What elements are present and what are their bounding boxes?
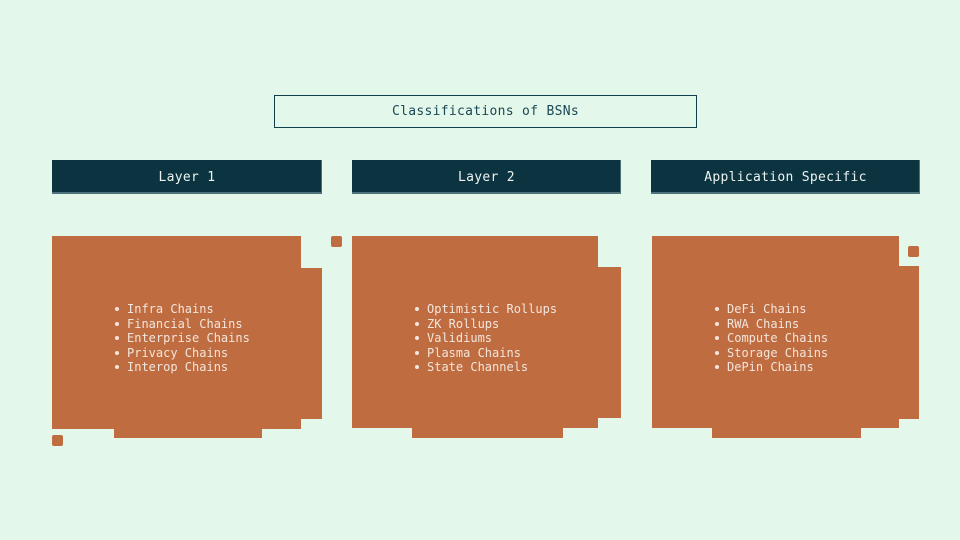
list-item-label: Enterprise Chains	[127, 331, 250, 345]
list-item-label: Financial Chains	[127, 316, 243, 331]
list-item: Plasma Chains	[415, 346, 557, 361]
list-item-label: DePin Chains	[727, 360, 814, 374]
list-item-label: Validiums	[427, 331, 493, 345]
list-item-label: Plasma Chains	[427, 345, 521, 360]
list-item-label: RWA Chains	[727, 316, 800, 331]
decor-square-icon	[52, 435, 63, 446]
column-header-label: Application Specific	[704, 169, 867, 185]
bullet-dot-icon	[115, 365, 119, 370]
list-item: DePin Chains	[715, 360, 828, 375]
bullet-dot-icon	[715, 307, 719, 312]
bullet-dot-icon	[115, 321, 119, 326]
decor-square-icon	[331, 236, 342, 247]
category-panel-layer-1: Infra Chains Financial Chains Enterprise…	[52, 236, 322, 438]
list-item: DeFi Chains	[715, 302, 828, 317]
bullet-dot-icon	[715, 365, 719, 370]
list-item-label: DeFi Chains	[727, 302, 807, 316]
list-item: Optimistic Rollups	[415, 302, 557, 317]
list-item: Compute Chains	[715, 331, 828, 346]
bullet-dot-icon	[715, 321, 719, 326]
list-item: ZK Rollups	[415, 317, 557, 332]
bullet-dot-icon	[115, 350, 119, 355]
list-item: Privacy Chains	[115, 346, 250, 361]
list-item-label: Optimistic Rollups	[427, 302, 558, 316]
bullet-dot-icon	[115, 336, 119, 341]
bullet-dot-icon	[115, 307, 119, 312]
bullet-dot-icon	[415, 365, 419, 370]
list-item-label: Storage Chains	[727, 345, 829, 360]
bullet-dot-icon	[415, 321, 419, 326]
bullet-dot-icon	[715, 336, 719, 341]
bullet-dot-icon	[415, 350, 419, 355]
column-header-layer-1: Layer 1	[52, 160, 322, 194]
list-item-label: ZK Rollups	[427, 316, 500, 331]
list-item-label: Privacy Chains	[127, 345, 229, 360]
list-item: Validiums	[415, 331, 557, 346]
category-panel-application-specific: DeFi Chains RWA Chains Compute Chains St…	[652, 236, 919, 438]
bullet-dot-icon	[415, 307, 419, 312]
bullet-list: Infra Chains Financial Chains Enterprise…	[115, 302, 250, 375]
bullet-list: Optimistic Rollups ZK Rollups Validiums …	[415, 302, 557, 375]
bullet-dot-icon	[715, 350, 719, 355]
list-item-label: Compute Chains	[727, 331, 829, 345]
list-item: Storage Chains	[715, 346, 828, 361]
category-panel-layer-2: Optimistic Rollups ZK Rollups Validiums …	[352, 236, 621, 438]
column-header-label: Layer 1	[158, 169, 216, 185]
list-item-label: State Channels	[427, 360, 529, 374]
bullet-list: DeFi Chains RWA Chains Compute Chains St…	[715, 302, 828, 375]
list-item: Infra Chains	[115, 302, 250, 317]
title-box: Classifications of BSNs	[274, 95, 697, 128]
column-header-layer-2: Layer 2	[352, 160, 621, 194]
column-header-application-specific: Application Specific	[651, 160, 920, 194]
list-item: RWA Chains	[715, 317, 828, 332]
list-item: Interop Chains	[115, 360, 250, 375]
bullet-dot-icon	[415, 336, 419, 341]
list-item: Enterprise Chains	[115, 331, 250, 346]
list-item: Financial Chains	[115, 317, 250, 332]
list-item-label: Infra Chains	[127, 302, 214, 316]
column-header-label: Layer 2	[458, 169, 515, 185]
decor-square-icon	[908, 246, 919, 257]
list-item-label: Interop Chains	[127, 360, 229, 374]
list-item: State Channels	[415, 360, 557, 375]
page-title: Classifications of BSNs	[392, 104, 579, 119]
